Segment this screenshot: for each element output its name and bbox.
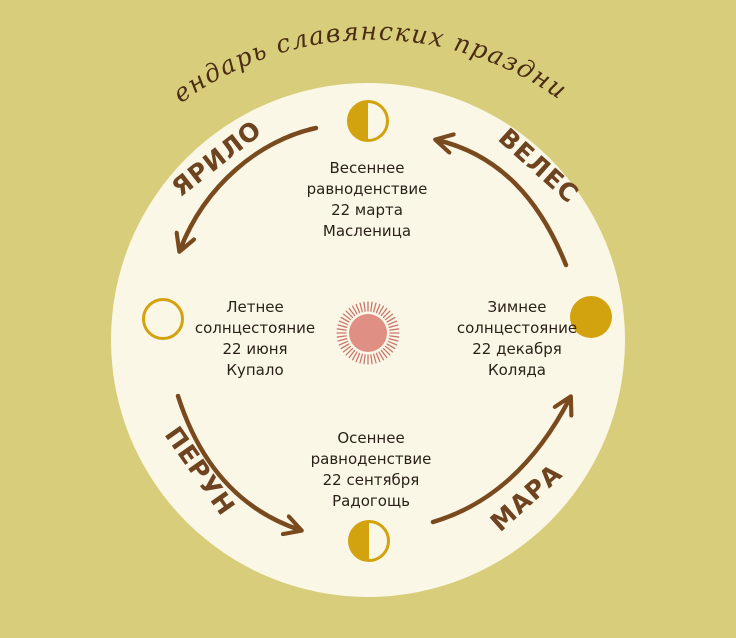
arrow-mara (430, 398, 570, 525)
sun-ray (389, 328, 400, 331)
sun-ray (342, 345, 352, 353)
sun-ray (338, 340, 349, 346)
sun-ray (373, 353, 377, 364)
sun-ray (386, 316, 396, 323)
season-spring-line2: равноденствие (306, 180, 428, 198)
season-spring-holiday: Масленица (322, 222, 412, 240)
season-autumn-date: 22 сентября (322, 471, 420, 489)
arrow-perun (175, 393, 300, 530)
sun-ray (351, 305, 358, 315)
sun-ray (340, 343, 350, 350)
season-spring-line1: Весеннее (329, 159, 405, 177)
season-winter-line1: Зимнее (487, 298, 547, 316)
sun-ray (389, 335, 400, 338)
sun-ray (380, 307, 388, 317)
sun-ray (336, 335, 347, 338)
sun-ray (345, 347, 354, 356)
moon-summer-empty-moon-icon (142, 298, 184, 340)
arrow-yarilo (180, 125, 319, 250)
sun-ray (370, 301, 373, 312)
season-winter-line2: солнцестояние (456, 319, 578, 337)
sun-ray (387, 320, 398, 326)
season-spring-date: 22 марта (331, 201, 403, 219)
moon-spring-half-moon-icon (347, 100, 389, 142)
season-autumn-equinox: Осеннее равноденствие 22 сентября Радого… (276, 428, 466, 512)
sun-ray (370, 354, 373, 365)
season-summer-line2: солнцестояние (194, 319, 316, 337)
arrow-veles (437, 140, 569, 268)
season-autumn-line2: равноденствие (310, 450, 432, 468)
sun-ray (351, 351, 358, 361)
sun-ray (355, 303, 361, 314)
sun-ray (337, 338, 348, 342)
sun-ray (380, 349, 388, 359)
sun-ray (382, 310, 391, 319)
moon-autumn-half-moon-icon (348, 520, 390, 562)
sun-ray (378, 305, 385, 315)
sun-ray (345, 310, 354, 319)
sun-ray (373, 302, 377, 313)
sun-ray (359, 353, 363, 364)
season-winter-solstice: Зимнее солнцестояние 22 декабря Коляда (422, 297, 612, 381)
sun-ray (386, 343, 396, 350)
sun-ray (384, 345, 394, 353)
season-autumn-holiday: Радогощь (332, 492, 410, 510)
sun-ray (336, 328, 347, 331)
sun-ray (359, 302, 363, 313)
sun-ray (338, 320, 349, 326)
sun-ray (348, 349, 356, 359)
sun-ray (342, 313, 352, 321)
sun-ray (375, 352, 381, 363)
sun-ray (337, 324, 348, 328)
season-winter-date: 22 декабря (472, 340, 562, 358)
sun-ray (340, 316, 350, 323)
sun-ray (384, 313, 394, 321)
moon-winter-full-moon-icon (570, 296, 612, 338)
sun-ray (388, 324, 399, 328)
sun-ray (348, 307, 356, 317)
sun-ray (378, 351, 385, 361)
sun-ray (375, 303, 381, 314)
season-spring-equinox: Весеннее равноденствие 22 марта Маслениц… (272, 158, 462, 242)
sun-ray (387, 340, 398, 346)
diagram-title: календарь славянских праздников (0, 0, 573, 108)
season-summer-date: 22 июня (222, 340, 288, 358)
sun-ray (355, 352, 361, 363)
season-summer-solstice: Летнее солнцестояние 22 июня Купало (160, 297, 350, 381)
sun-ray (382, 347, 391, 356)
season-summer-holiday: Купало (226, 361, 284, 379)
sun-ray (363, 301, 366, 312)
season-autumn-line1: Осеннее (337, 429, 405, 447)
sun-ray (388, 338, 399, 342)
sun-icon (336, 301, 400, 365)
season-summer-line1: Летнее (226, 298, 284, 316)
season-winter-holiday: Коляда (487, 361, 546, 379)
sun-ray (363, 354, 366, 365)
